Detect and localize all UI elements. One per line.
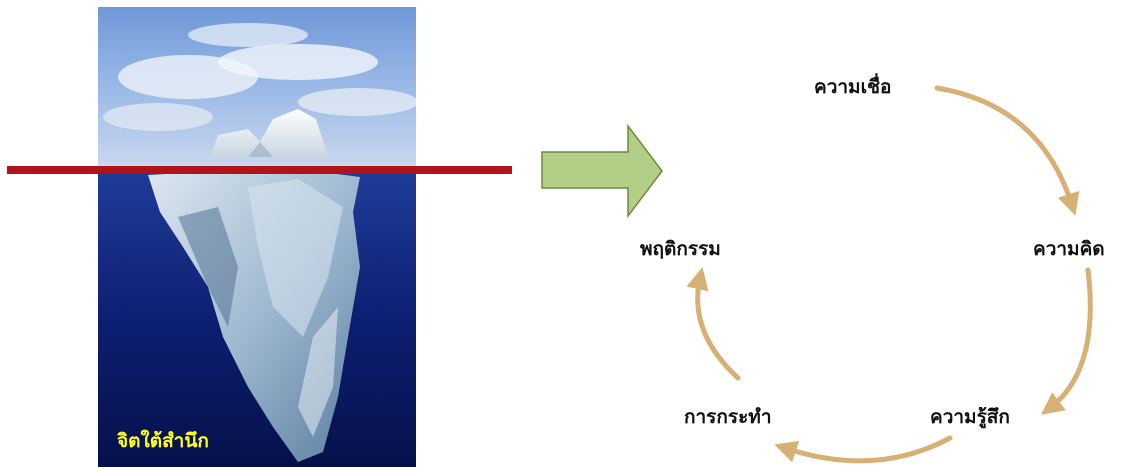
cycle-label-action: การกระทำ <box>684 406 772 428</box>
cycle-label-behavior: พฤติกรรม <box>640 238 721 260</box>
arrow-action-to-behavior <box>686 267 741 381</box>
cycle-label-feeling: ความรู้สึก <box>930 406 1010 428</box>
waterline <box>7 166 512 174</box>
cycle-label-belief: ความเชื่อ <box>814 76 892 98</box>
iceberg-facet <box>298 307 338 437</box>
cloud <box>103 103 213 131</box>
cloud <box>188 23 308 47</box>
iceberg-facet <box>248 179 343 337</box>
iceberg-image <box>98 7 416 467</box>
cycle-label-thought: ความคิด <box>1033 238 1105 260</box>
cloud <box>298 88 416 116</box>
iceberg-facet <box>178 207 238 327</box>
arrow-belief-to-thought <box>934 85 1080 216</box>
right-arrow <box>541 124 663 218</box>
cycle-arrows <box>686 85 1093 464</box>
subconscious-caption: จิตใต้สำนึก <box>117 430 209 452</box>
iceberg-tip-shadow <box>248 142 273 157</box>
right-arrow-shape <box>541 124 663 218</box>
cloud <box>218 44 378 80</box>
waterline-bar <box>7 166 512 174</box>
iceberg-tip <box>210 109 328 157</box>
arrow-thought-to-feeling <box>1041 267 1093 415</box>
arrow-feeling-to-action <box>774 435 953 464</box>
